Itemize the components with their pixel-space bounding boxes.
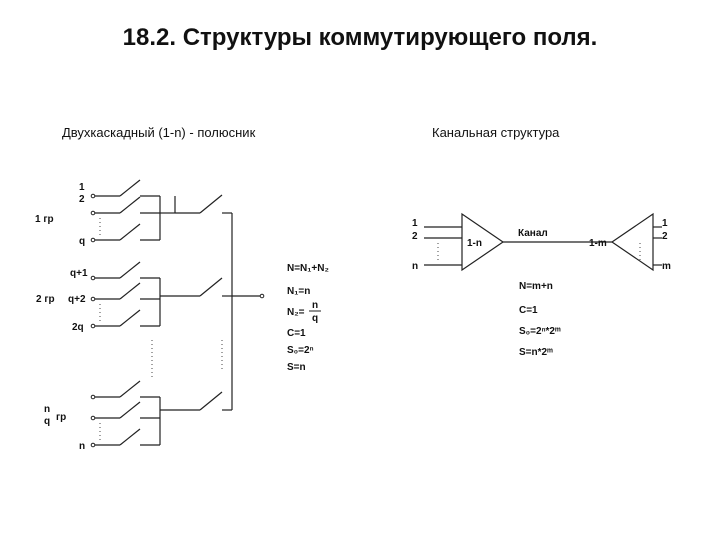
dotted-continuations: [99, 218, 223, 441]
label-inq3: q: [44, 416, 50, 427]
label-in1: 1: [79, 182, 85, 193]
ch-label-inn: n: [412, 261, 418, 272]
ch-formula-n: N=m+n: [519, 281, 553, 292]
label-in2q: 2q: [72, 322, 84, 333]
ch-label-in2: 2: [412, 231, 418, 242]
ch-label-in1: 1: [412, 218, 418, 229]
label-gr1: 1 гр: [35, 214, 54, 225]
ch-label-out1: 1: [662, 218, 668, 229]
label-inq: q: [79, 236, 85, 247]
ch-formula-c: C=1: [519, 305, 538, 316]
label-inq2: q+2: [68, 294, 86, 305]
formula-n2: N₂=: [287, 307, 305, 318]
formula-c: C=1: [287, 328, 306, 339]
label-gr2: 2 гр: [36, 294, 55, 305]
formula-s0: S₀=2ⁿ: [287, 345, 314, 356]
ch-formula-s0: S₀=2ⁿ*2ᵐ: [519, 326, 561, 337]
label-inn: n: [44, 404, 50, 415]
ch-box-right: 1-m: [589, 238, 607, 249]
label-grn: гр: [56, 412, 66, 423]
input-terminals: [90, 193, 265, 448]
channel-dots: [437, 243, 641, 261]
formula-s: S=n: [287, 362, 306, 373]
channel-diagram: [424, 212, 662, 272]
left-subtitle: Двухкаскадный (1-n) - полюсник: [62, 125, 256, 140]
ch-formula-s: S=n*2ᵐ: [519, 347, 553, 358]
label-inn2: n: [79, 441, 85, 452]
label-in2: 2: [79, 194, 85, 205]
fraction-num: n: [312, 300, 318, 311]
label-inq1: q+1: [70, 268, 88, 279]
ch-box-left: 1-n: [467, 238, 482, 249]
two-stage-diagram: [93, 179, 262, 446]
ch-label-out2: 2: [662, 231, 668, 242]
formula-n1: N₁=n: [287, 286, 310, 297]
page-title: 18.2. Структуры коммутирующего поля.: [122, 24, 598, 51]
ch-channel: Канал: [518, 228, 548, 239]
fraction-den: q: [312, 313, 318, 324]
formula-n: N=N₁+N₂: [287, 263, 329, 274]
ch-label-outm: m: [662, 261, 671, 272]
right-subtitle: Канальная структура: [432, 125, 560, 140]
